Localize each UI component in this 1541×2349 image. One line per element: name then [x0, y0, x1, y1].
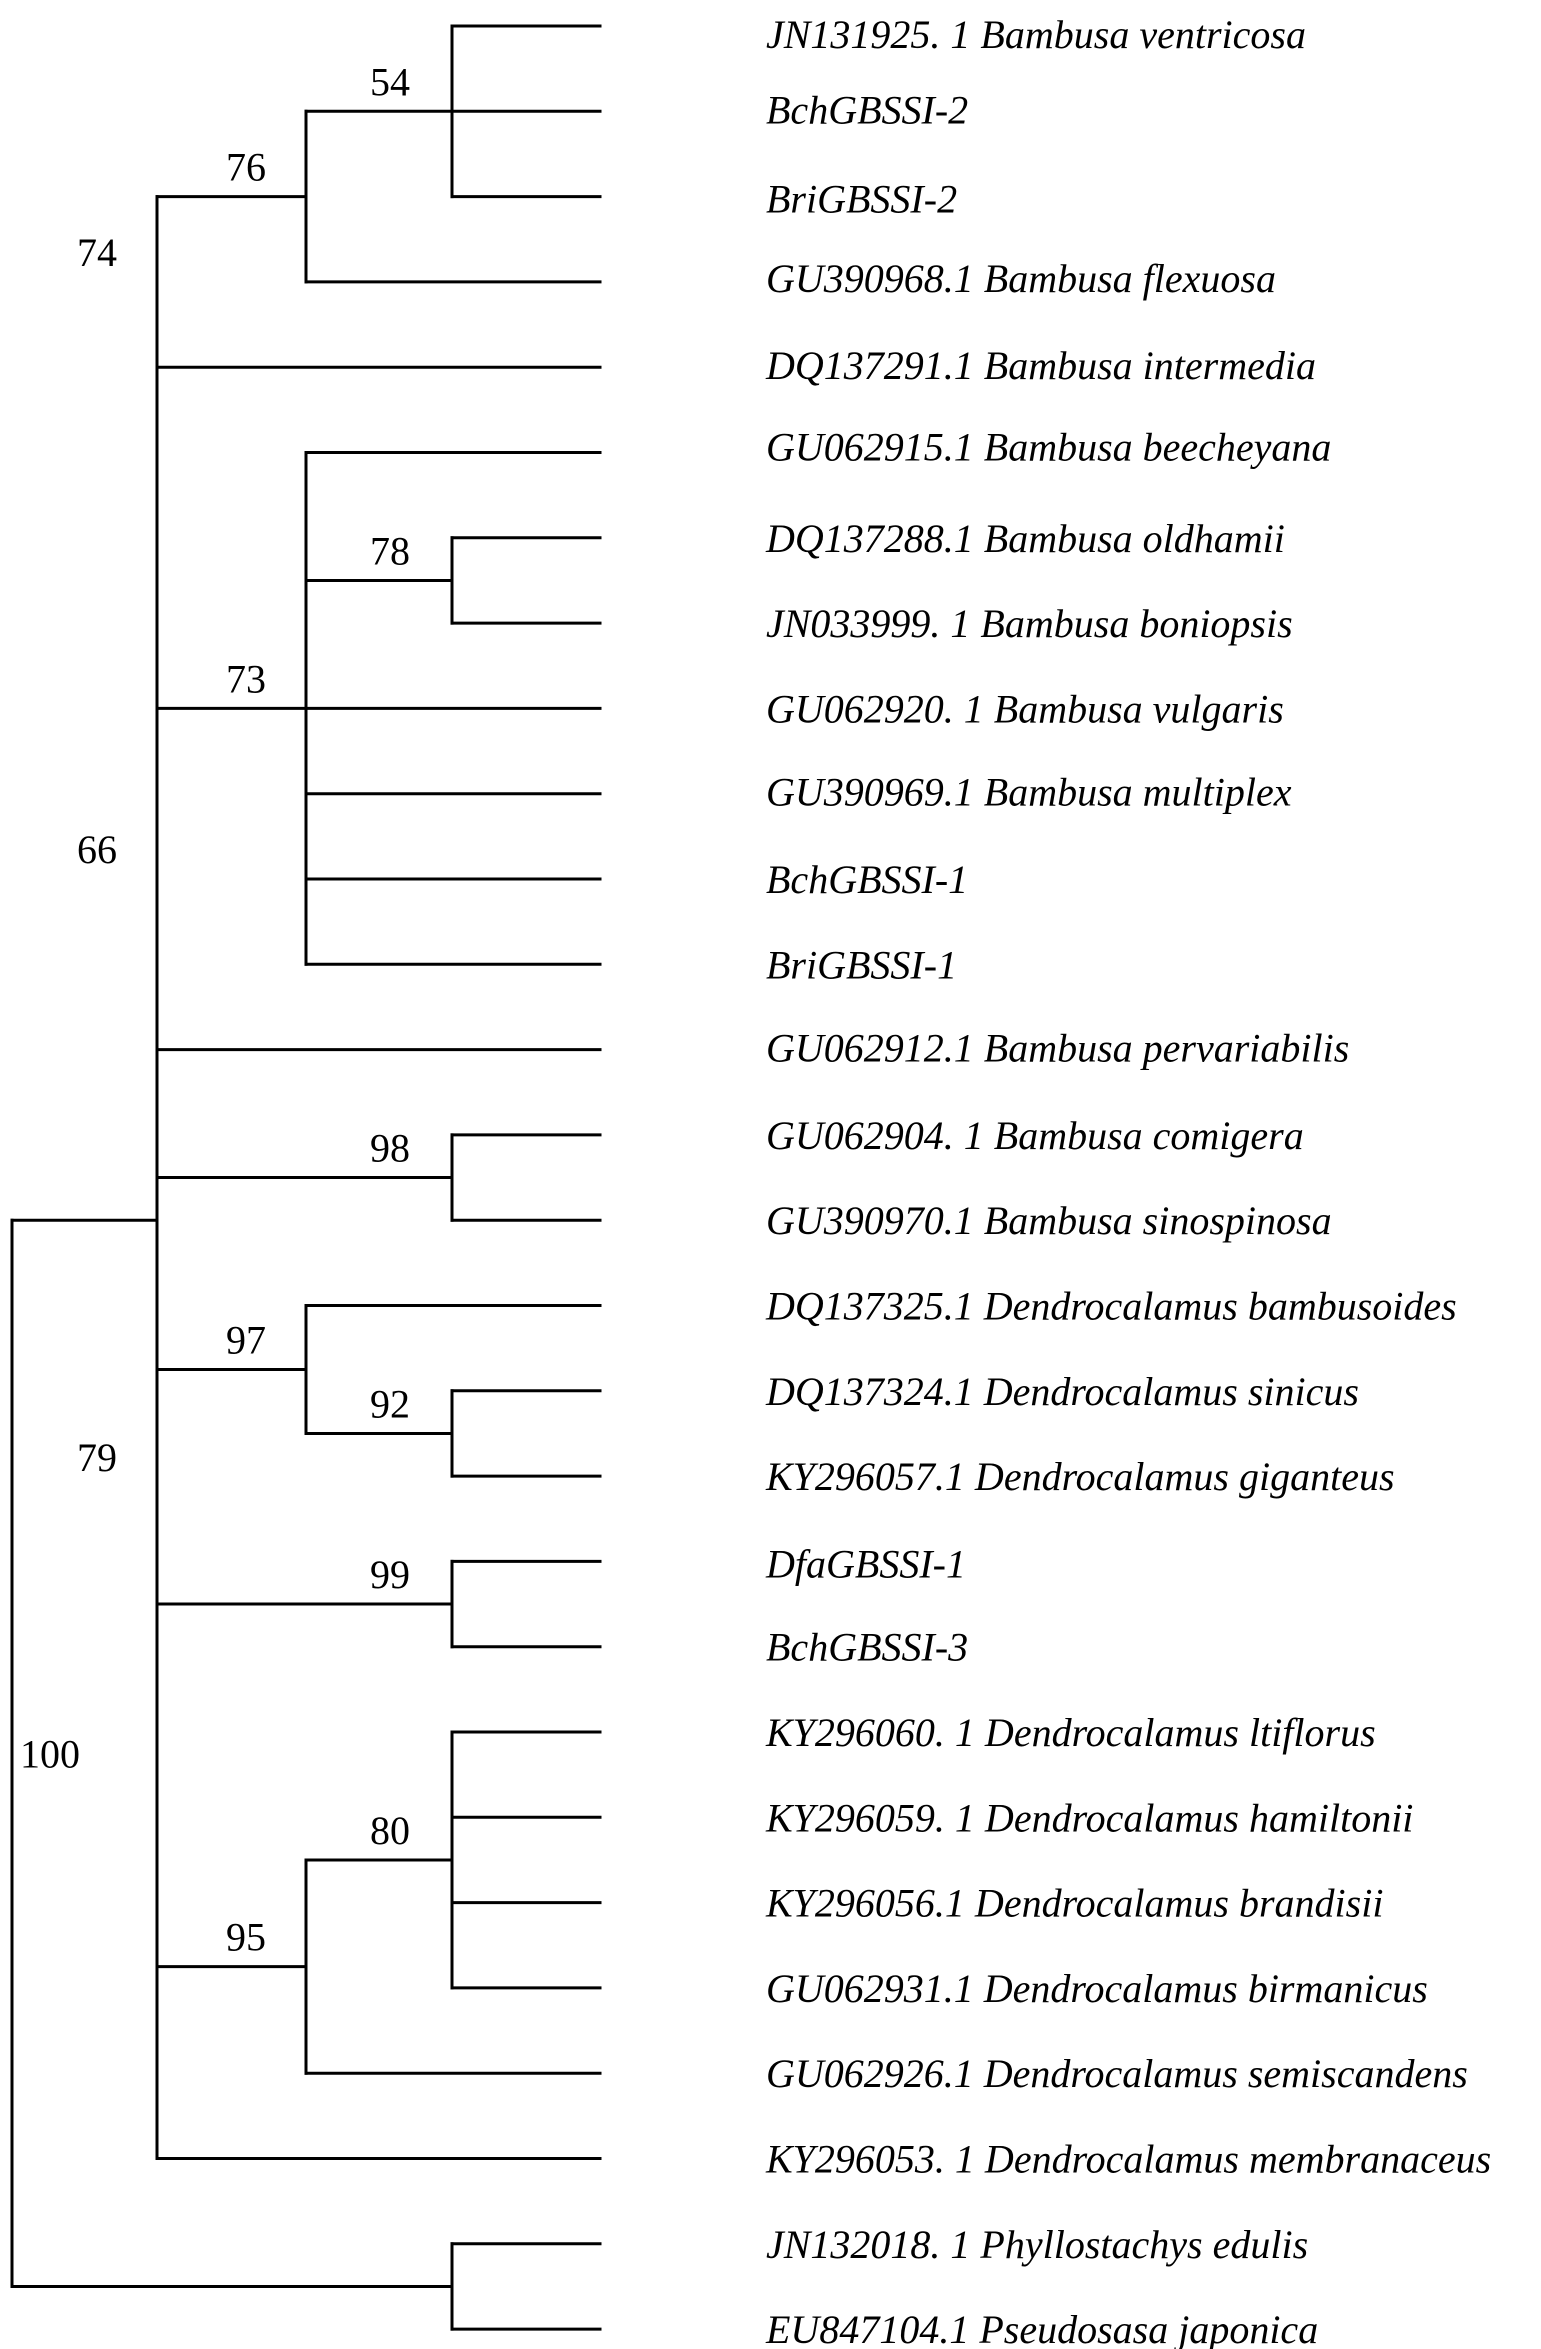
- bootstrap-support-label: 92: [370, 1381, 410, 1426]
- bootstrap-support-label: 73: [226, 656, 266, 701]
- bootstrap-support-label: 97: [226, 1317, 266, 1362]
- bootstrap-support-label: 79: [77, 1435, 117, 1480]
- taxon-label: GU062915.1 Bambusa beecheyana: [766, 425, 1331, 470]
- taxon-label: KY296053. 1 Dendrocalamus membranaceus: [765, 2137, 1491, 2182]
- bootstrap-support-label: 98: [370, 1126, 410, 1171]
- bootstrap-support-label: 99: [370, 1552, 410, 1597]
- taxon-label: GU062926.1 Dendrocalamus semiscandens: [766, 2051, 1468, 2096]
- taxon-label: BriGBSSI-2: [766, 177, 957, 222]
- bootstrap-support-label: 74: [77, 230, 117, 275]
- taxon-label: GU062920. 1 Bambusa vulgaris: [766, 686, 1284, 731]
- bootstrap-support-label: 78: [370, 528, 410, 573]
- taxon-label: BchGBSSI-3: [766, 1625, 968, 1670]
- taxon-label: DQ137291.1 Bambusa intermedia: [765, 343, 1316, 388]
- taxon-label: KY296060. 1 Dendrocalamus ltiflorus: [765, 1710, 1376, 1755]
- taxon-label: GU390970.1 Bambusa sinospinosa: [766, 1198, 1332, 1243]
- bootstrap-support-label: 80: [370, 1808, 410, 1853]
- taxon-label: GU062931.1 Dendrocalamus birmanicus: [766, 1966, 1428, 2011]
- taxon-label: BchGBSSI-2: [766, 87, 968, 132]
- taxon-label: KY296059. 1 Dendrocalamus hamiltonii: [765, 1795, 1413, 1840]
- bootstrap-support-label: 76: [226, 145, 266, 190]
- taxon-label: JN033999. 1 Bambusa boniopsis: [766, 601, 1293, 646]
- taxon-label: BchGBSSI-1: [766, 857, 968, 902]
- taxon-label: DQ137325.1 Dendrocalamus bambusoides: [765, 1284, 1457, 1329]
- taxon-label: BriGBSSI-1: [766, 942, 957, 987]
- bootstrap-support-label: 54: [370, 59, 410, 104]
- taxon-label: JN131925. 1 Bambusa ventricosa: [766, 12, 1306, 57]
- taxon-label: GU062912.1 Bambusa pervariabilis: [766, 1026, 1349, 1071]
- taxon-label: JN132018. 1 Phyllostachys edulis: [766, 2222, 1308, 2267]
- taxon-label: DQ137288.1 Bambusa oldhamii: [765, 516, 1285, 561]
- taxon-label: DQ137324.1 Dendrocalamus sinicus: [765, 1369, 1359, 1414]
- taxon-label: KY296056.1 Dendrocalamus brandisii: [765, 1881, 1383, 1926]
- bootstrap-support-label: 66: [77, 827, 117, 872]
- taxon-label: DfaGBSSI-1: [765, 1541, 966, 1586]
- bootstrap-support-label: 95: [226, 1915, 266, 1960]
- bootstrap-support-label: 100: [20, 1731, 80, 1776]
- taxon-label: GU390968.1 Bambusa flexuosa: [766, 256, 1276, 301]
- taxon-label: KY296057.1 Dendrocalamus giganteus: [765, 1454, 1395, 1499]
- taxon-label: GU390969.1 Bambusa multiplex: [766, 770, 1292, 815]
- taxon-label: EU847104.1 Pseudosasa japonica: [765, 2307, 1318, 2349]
- taxon-label: GU062904. 1 Bambusa comigera: [766, 1113, 1304, 1158]
